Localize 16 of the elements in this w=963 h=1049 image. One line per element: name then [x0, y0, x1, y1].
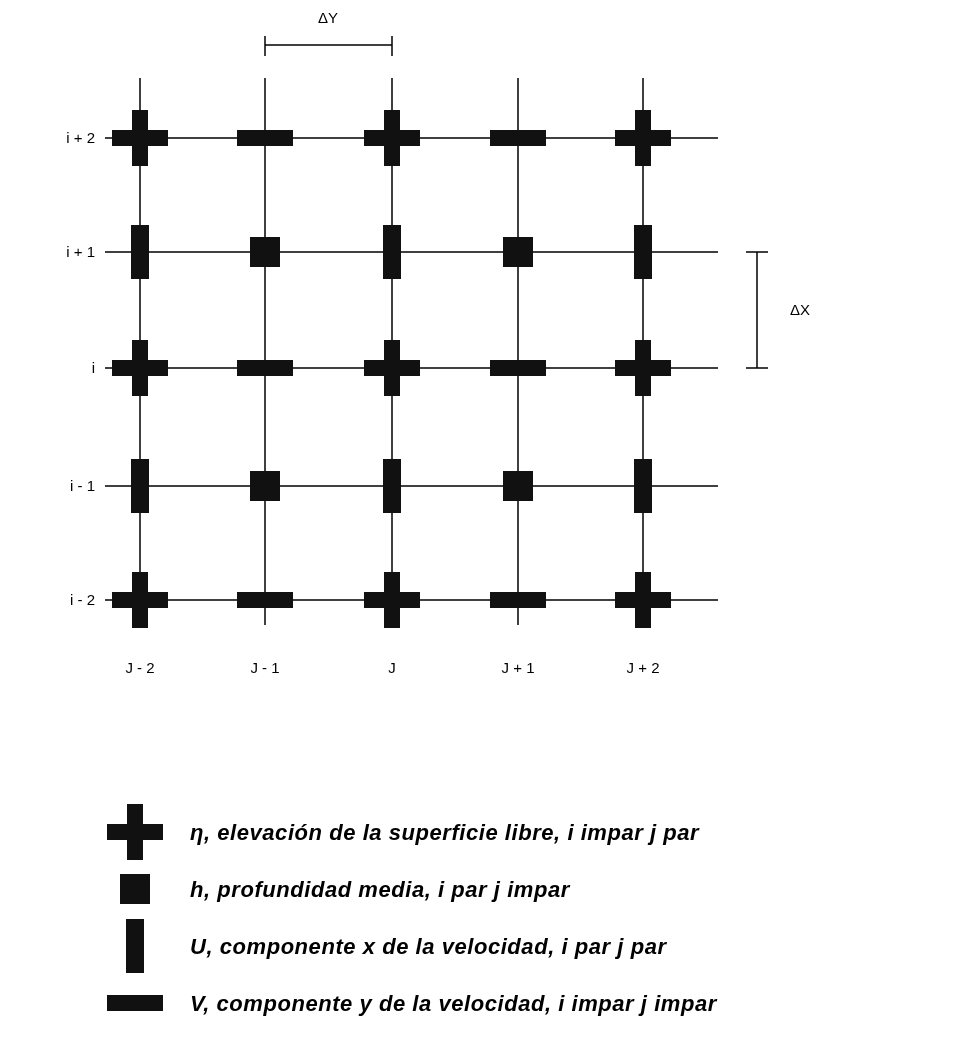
axis-label: i - 1: [70, 475, 95, 496]
axis-label: J + 1: [501, 657, 535, 678]
legend-text: h, profundidad media, i par j impar: [190, 875, 570, 904]
legend-text: V, componente y de la velocidad, i impar j impar: [190, 989, 717, 1018]
axis-label: J: [388, 657, 396, 678]
axis-label: J - 2: [125, 657, 155, 678]
axis-label: ΔX: [790, 299, 811, 320]
legend-text: U, componente x de la velocidad, i par j par: [190, 932, 667, 961]
axis-label: i + 2: [66, 127, 95, 148]
legend-text: η, elevación de la superficie libre, i impar j par: [190, 818, 700, 847]
axis-label: i - 2: [70, 589, 95, 610]
axis-label: i + 1: [66, 241, 95, 262]
axis-label: J - 1: [250, 657, 280, 678]
axis-label: i: [91, 357, 95, 378]
axis-label: J + 2: [626, 657, 660, 678]
axis-label: ΔY: [318, 7, 338, 28]
